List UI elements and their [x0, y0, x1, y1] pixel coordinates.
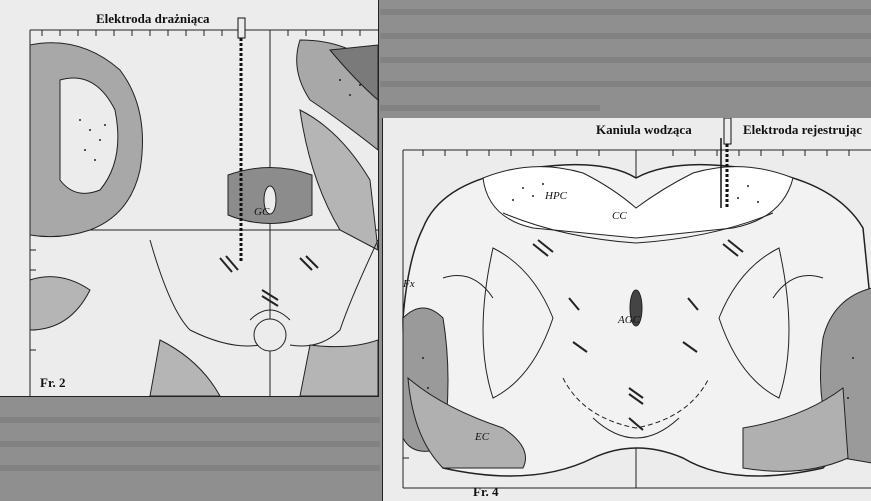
fraction-label-left: Fr. 2	[40, 375, 66, 391]
structure-gc-label: GC	[254, 206, 269, 218]
atlas-section-fr4: Kaniula wodząca Elektroda rejestrując HP…	[382, 118, 871, 501]
structure-ec-label: EC	[475, 431, 489, 443]
recording-electrode-label: Elektroda rejestrując	[743, 122, 862, 138]
stimulating-electrode-label: Elektroda drażniąca	[96, 11, 210, 27]
structure-cc-label: CC	[612, 210, 627, 222]
fraction-label-right: Fr. 4	[473, 484, 499, 500]
structure-hpc-label: HPC	[545, 190, 567, 202]
cannula-label: Kaniula wodząca	[596, 122, 692, 138]
atlas-section-fr2: Elektroda drażniąca GC Fr. 2	[0, 0, 379, 397]
structure-fx-label: Fx	[403, 278, 415, 290]
structure-agc-label: AGC	[618, 314, 640, 326]
